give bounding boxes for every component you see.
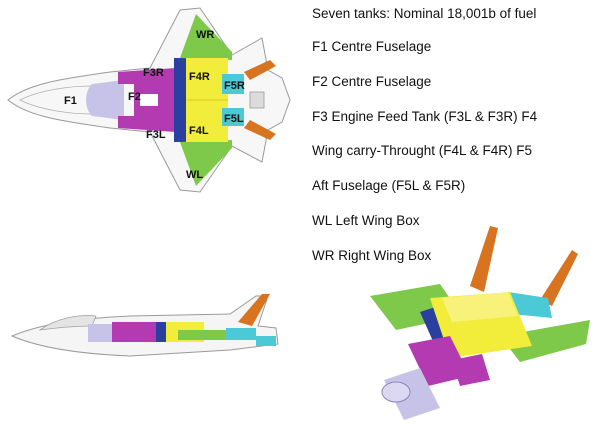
legend-f4: Wing carry-Throught (F4L & F4R) F5 xyxy=(312,143,533,158)
tank-f5l xyxy=(222,108,244,126)
label-wl: WL xyxy=(186,169,203,181)
legend-wr: WR Right Wing Box xyxy=(312,248,432,263)
iso-f2-magenta xyxy=(408,336,470,386)
engine-exhaust xyxy=(249,91,265,109)
label-f5l: F5L xyxy=(224,113,244,125)
label-f1: F1 xyxy=(64,95,77,107)
side-rear-cyan xyxy=(256,336,276,346)
side-tank-f5 xyxy=(226,328,256,340)
tail-fin-right xyxy=(244,60,276,80)
iso-f1-lavender xyxy=(384,368,440,420)
tank-f1 xyxy=(86,80,124,120)
legend-f1: F1 Centre Fuselage xyxy=(312,39,432,54)
wing-box-wl xyxy=(180,140,232,186)
legend-fuel-capacity: Seven tanks: Nominal 18,001b of fuel xyxy=(312,6,537,21)
side-tank-f3 xyxy=(156,322,166,342)
label-f4r: F4R xyxy=(189,71,210,83)
side-tank-f2 xyxy=(112,322,156,342)
top-view-aircraft: WR WL F1 F2 F3R F3L F4R F4L F5R F5L xyxy=(7,7,291,193)
label-f2: F2 xyxy=(128,91,141,103)
legend-wl: WL Left Wing Box xyxy=(312,213,420,228)
legend-f2: F2 Centre Fuselage xyxy=(312,74,432,89)
iso-tail-left xyxy=(470,226,498,292)
tank-f3-white-gap xyxy=(140,94,158,106)
iso-carry-yellow-top xyxy=(442,292,518,322)
tail-fin-left xyxy=(244,120,276,140)
iso-f1-end xyxy=(381,381,411,403)
isometric-tank-view xyxy=(370,226,590,420)
iso-f3-magenta xyxy=(452,354,490,386)
label-f3l: F3L xyxy=(146,129,166,141)
legend-f5: Aft Fuselage (F5L & F5R) xyxy=(312,178,466,193)
legend-f3: F3 Engine Feed Tank (F3L & F3R) F4 xyxy=(312,109,538,124)
iso-wing-right xyxy=(500,320,590,362)
side-tank-f1 xyxy=(88,324,112,342)
iso-aft-cyan xyxy=(508,292,552,318)
side-view-aircraft xyxy=(10,294,279,357)
label-f5r: F5R xyxy=(224,80,245,92)
label-f3r: F3R xyxy=(143,67,164,79)
label-wr: WR xyxy=(196,29,214,41)
label-f4l: F4L xyxy=(189,125,209,137)
tank-f5r xyxy=(222,74,244,94)
side-tail-fin xyxy=(238,294,270,326)
side-view-canopy xyxy=(38,315,97,331)
tank-f3-feed xyxy=(174,58,186,142)
wing-box-wr xyxy=(180,14,232,60)
iso-tail-right xyxy=(540,250,578,306)
side-wing-box xyxy=(178,330,226,340)
